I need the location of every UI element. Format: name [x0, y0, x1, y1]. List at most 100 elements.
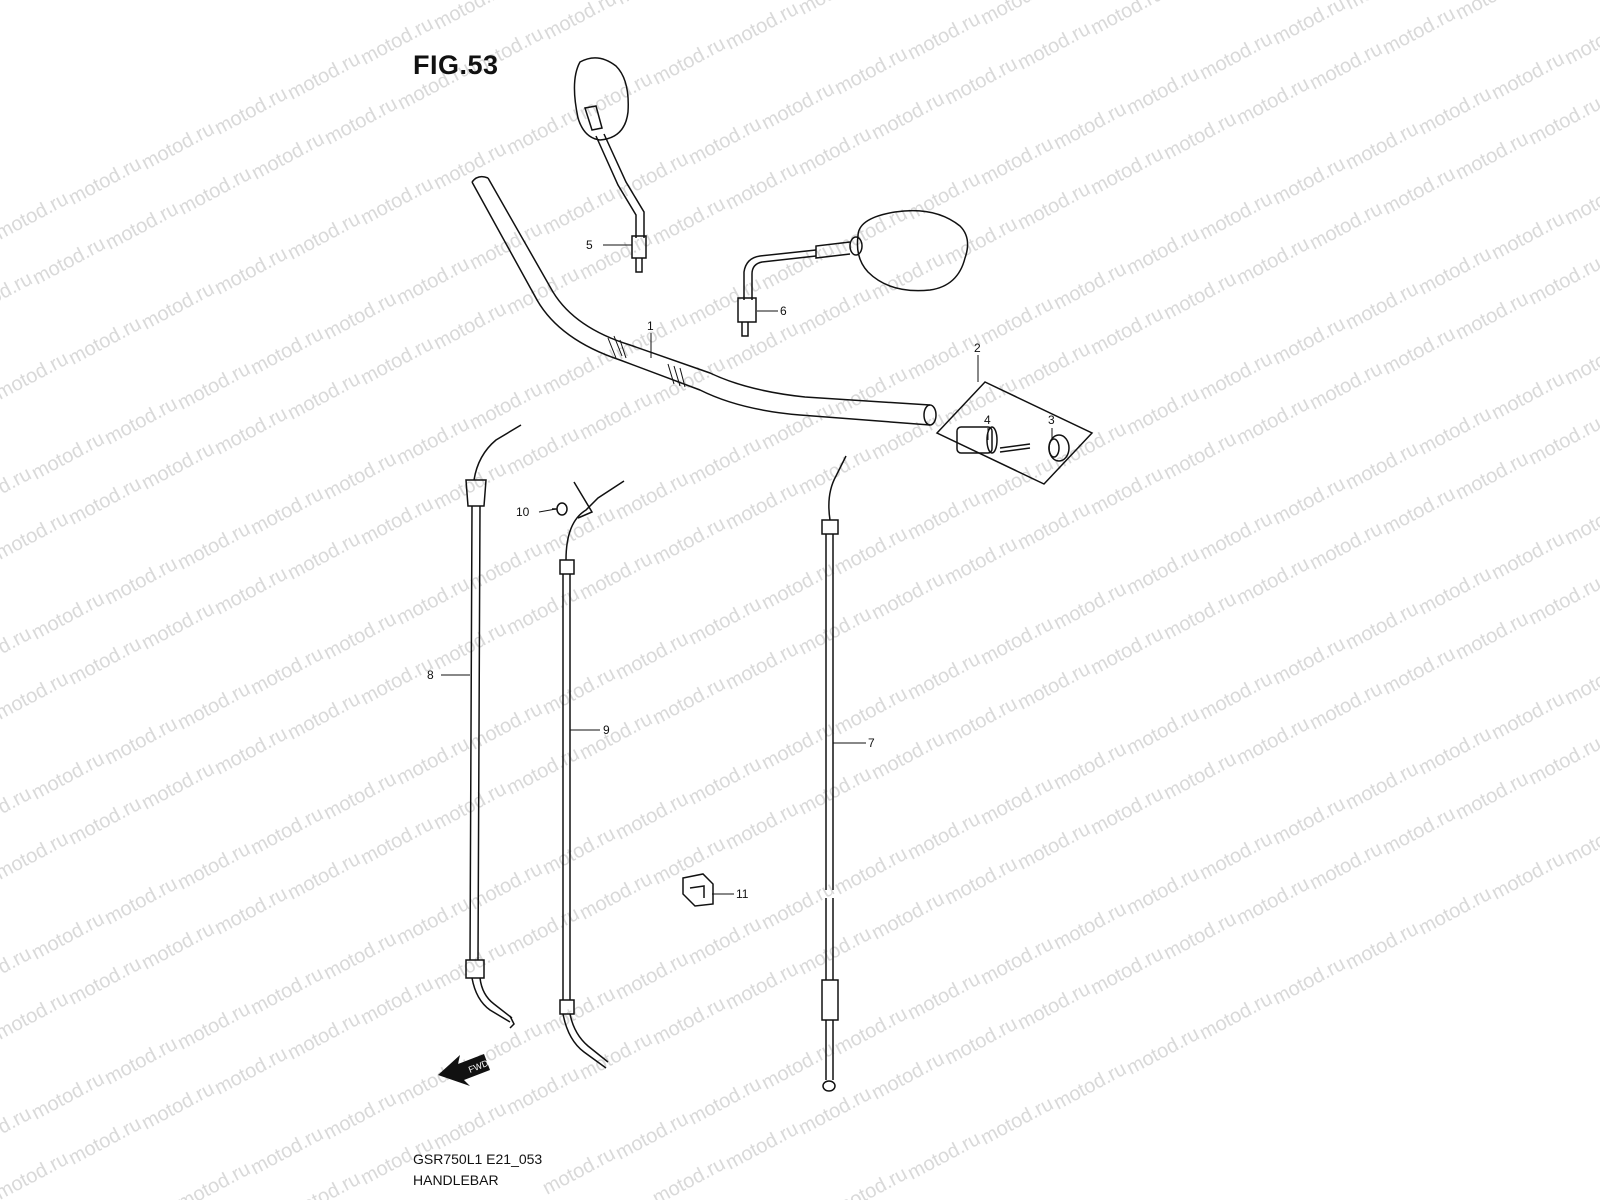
watermark-text: motod.ru: [1269, 953, 1349, 1009]
watermark-text: motod.ru: [0, 988, 72, 1044]
callout-labels: 1 2 3 4 5 6 7 8 9 10 11: [427, 238, 1055, 901]
watermark-text: motod.ru: [941, 373, 1021, 429]
watermark-text: motod.ru: [977, 1093, 1057, 1149]
watermark-text: motod.ru: [795, 1083, 875, 1139]
watermark-text: motod.ru: [649, 993, 729, 1049]
watermark-text: motod.ru: [393, 573, 473, 629]
callout-5: 5: [586, 238, 593, 252]
watermark-text: motod.ru: [1415, 883, 1495, 939]
watermark-text: motod.ru: [65, 153, 145, 209]
callout-8: 8: [427, 668, 434, 682]
watermark-text: motod.ru: [0, 783, 35, 839]
watermark-text: motod.ru: [1342, 278, 1422, 334]
watermark-text: motod.ru: [101, 553, 181, 609]
watermark-text: motod.ru: [65, 1113, 145, 1169]
watermark-text: motod.ru: [174, 518, 254, 574]
watermark-text: motod.ru: [1525, 733, 1600, 789]
watermark-text: motod.ru: [977, 453, 1057, 509]
watermark-text: motod.ru: [941, 853, 1021, 909]
watermark-text: motod.ru: [320, 928, 400, 984]
watermark-text: motod.ru: [1415, 403, 1495, 459]
watermark-text: motod.ru: [904, 808, 984, 864]
watermark-text: motod.ru: [795, 443, 875, 499]
watermark-text: motod.ru: [1525, 413, 1600, 469]
watermark-text: motod.ru: [722, 798, 802, 854]
watermark-text: motod.ru: [649, 513, 729, 569]
watermark-text: motod.ru: [393, 893, 473, 949]
watermark-text: motod.ru: [503, 103, 583, 159]
watermark-text: motod.ru: [1196, 188, 1276, 244]
watermark-text: motod.ru: [831, 43, 911, 99]
watermark-text: motod.ru: [795, 283, 875, 339]
watermark-text: motod.ru: [831, 1003, 911, 1059]
watermark-text: motod.ru: [393, 413, 473, 469]
watermark-text: motod.ru: [649, 833, 729, 889]
watermark-text: motod.ru: [174, 838, 254, 894]
watermark-text: motod.ru: [0, 943, 35, 999]
watermark-text: motod.ru: [1123, 63, 1203, 119]
watermark-text: motod.ru: [649, 33, 729, 89]
watermark-text: motod.ru: [1160, 428, 1240, 484]
watermark-text: motod.ru: [211, 883, 291, 939]
watermark-text: motod.ru: [28, 1068, 108, 1124]
watermark-text: motod.ru: [430, 0, 510, 34]
watermark-text: motod.ru: [831, 1163, 911, 1200]
model-code: GSR750L1 E21_053: [413, 1151, 543, 1167]
watermark-text: motod.ru: [539, 343, 619, 399]
watermark-text: motod.ru: [466, 698, 546, 754]
watermark-text: motod.ru: [649, 673, 729, 729]
watermark-text: motod.ru: [612, 788, 692, 844]
watermark-text: motod.ru: [613, 0, 693, 9]
watermark-text: motod.ru: [1452, 128, 1532, 184]
watermark-text: motod.ru: [1233, 233, 1313, 289]
watermark-text: motod.ru: [320, 288, 400, 344]
watermark-text: motod.ru: [831, 363, 911, 419]
watermark-text: motod.ru: [248, 128, 328, 184]
watermark-text: motod.ru: [685, 433, 765, 489]
watermark-text: motod.ru: [1561, 13, 1600, 69]
watermark-text: motod.ru: [247, 483, 327, 539]
callout-6: 6: [780, 304, 787, 318]
watermark-text: motod.ru: [1488, 688, 1568, 744]
watermark-text: motod.ru: [1488, 528, 1568, 584]
watermark-text: motod.ru: [1452, 768, 1532, 824]
watermark-text: motod.ru: [539, 983, 619, 1039]
watermark-text: motod.ru: [393, 733, 473, 789]
watermark-text: motod.ru: [357, 333, 437, 389]
watermark-text: motod.ru: [1452, 448, 1532, 504]
watermark-text: motod.ru: [101, 713, 181, 769]
watermark-text: motod.ru: [1233, 553, 1313, 609]
watermark-text: motod.ru: [1087, 623, 1167, 679]
watermark-text: motod.ru: [904, 968, 984, 1024]
watermark-text: motod.ru: [321, 93, 401, 149]
watermark-text: motod.ru: [357, 653, 437, 709]
watermark-text: motod.ru: [1014, 178, 1094, 234]
watermark-text: motod.ru: [795, 603, 875, 659]
watermark-text: motod.ru: [1160, 268, 1240, 324]
watermark-text: motod.ru: [211, 243, 291, 299]
handlebar: [471, 175, 937, 426]
watermark-text: motod.ru: [977, 773, 1057, 829]
watermark-text: motod.ru: [101, 1033, 181, 1089]
watermark-text: motod.ru: [977, 613, 1057, 669]
watermark-text: motod.ru: [284, 1168, 364, 1200]
callout-10: 10: [516, 505, 530, 519]
watermark-text: motod.ru: [284, 48, 364, 104]
watermark-text: motod.ru: [1233, 73, 1313, 129]
watermark-text: motod.ru: [1123, 703, 1203, 759]
watermark-text: motod.ru: [685, 753, 765, 809]
mirror-left: [573, 57, 647, 273]
watermark-text: motod.ru: [101, 393, 181, 449]
watermark-text: motod.ru: [1269, 473, 1349, 529]
watermark-text: motod.ru: [685, 913, 765, 969]
watermark-text: motod.ru: [430, 618, 510, 674]
watermark-text: motod.ru: [795, 0, 875, 19]
watermark-text: motod.ru: [503, 743, 583, 799]
watermark-text: motod.ru: [466, 378, 546, 434]
watermark-text: motod.ru: [685, 113, 765, 169]
watermark-text: motod.ru: [1196, 828, 1276, 884]
watermark-text: motod.ru: [0, 1103, 35, 1159]
watermark-text: motod.ru: [0, 508, 72, 564]
watermark-text: motod.ru: [138, 118, 218, 174]
